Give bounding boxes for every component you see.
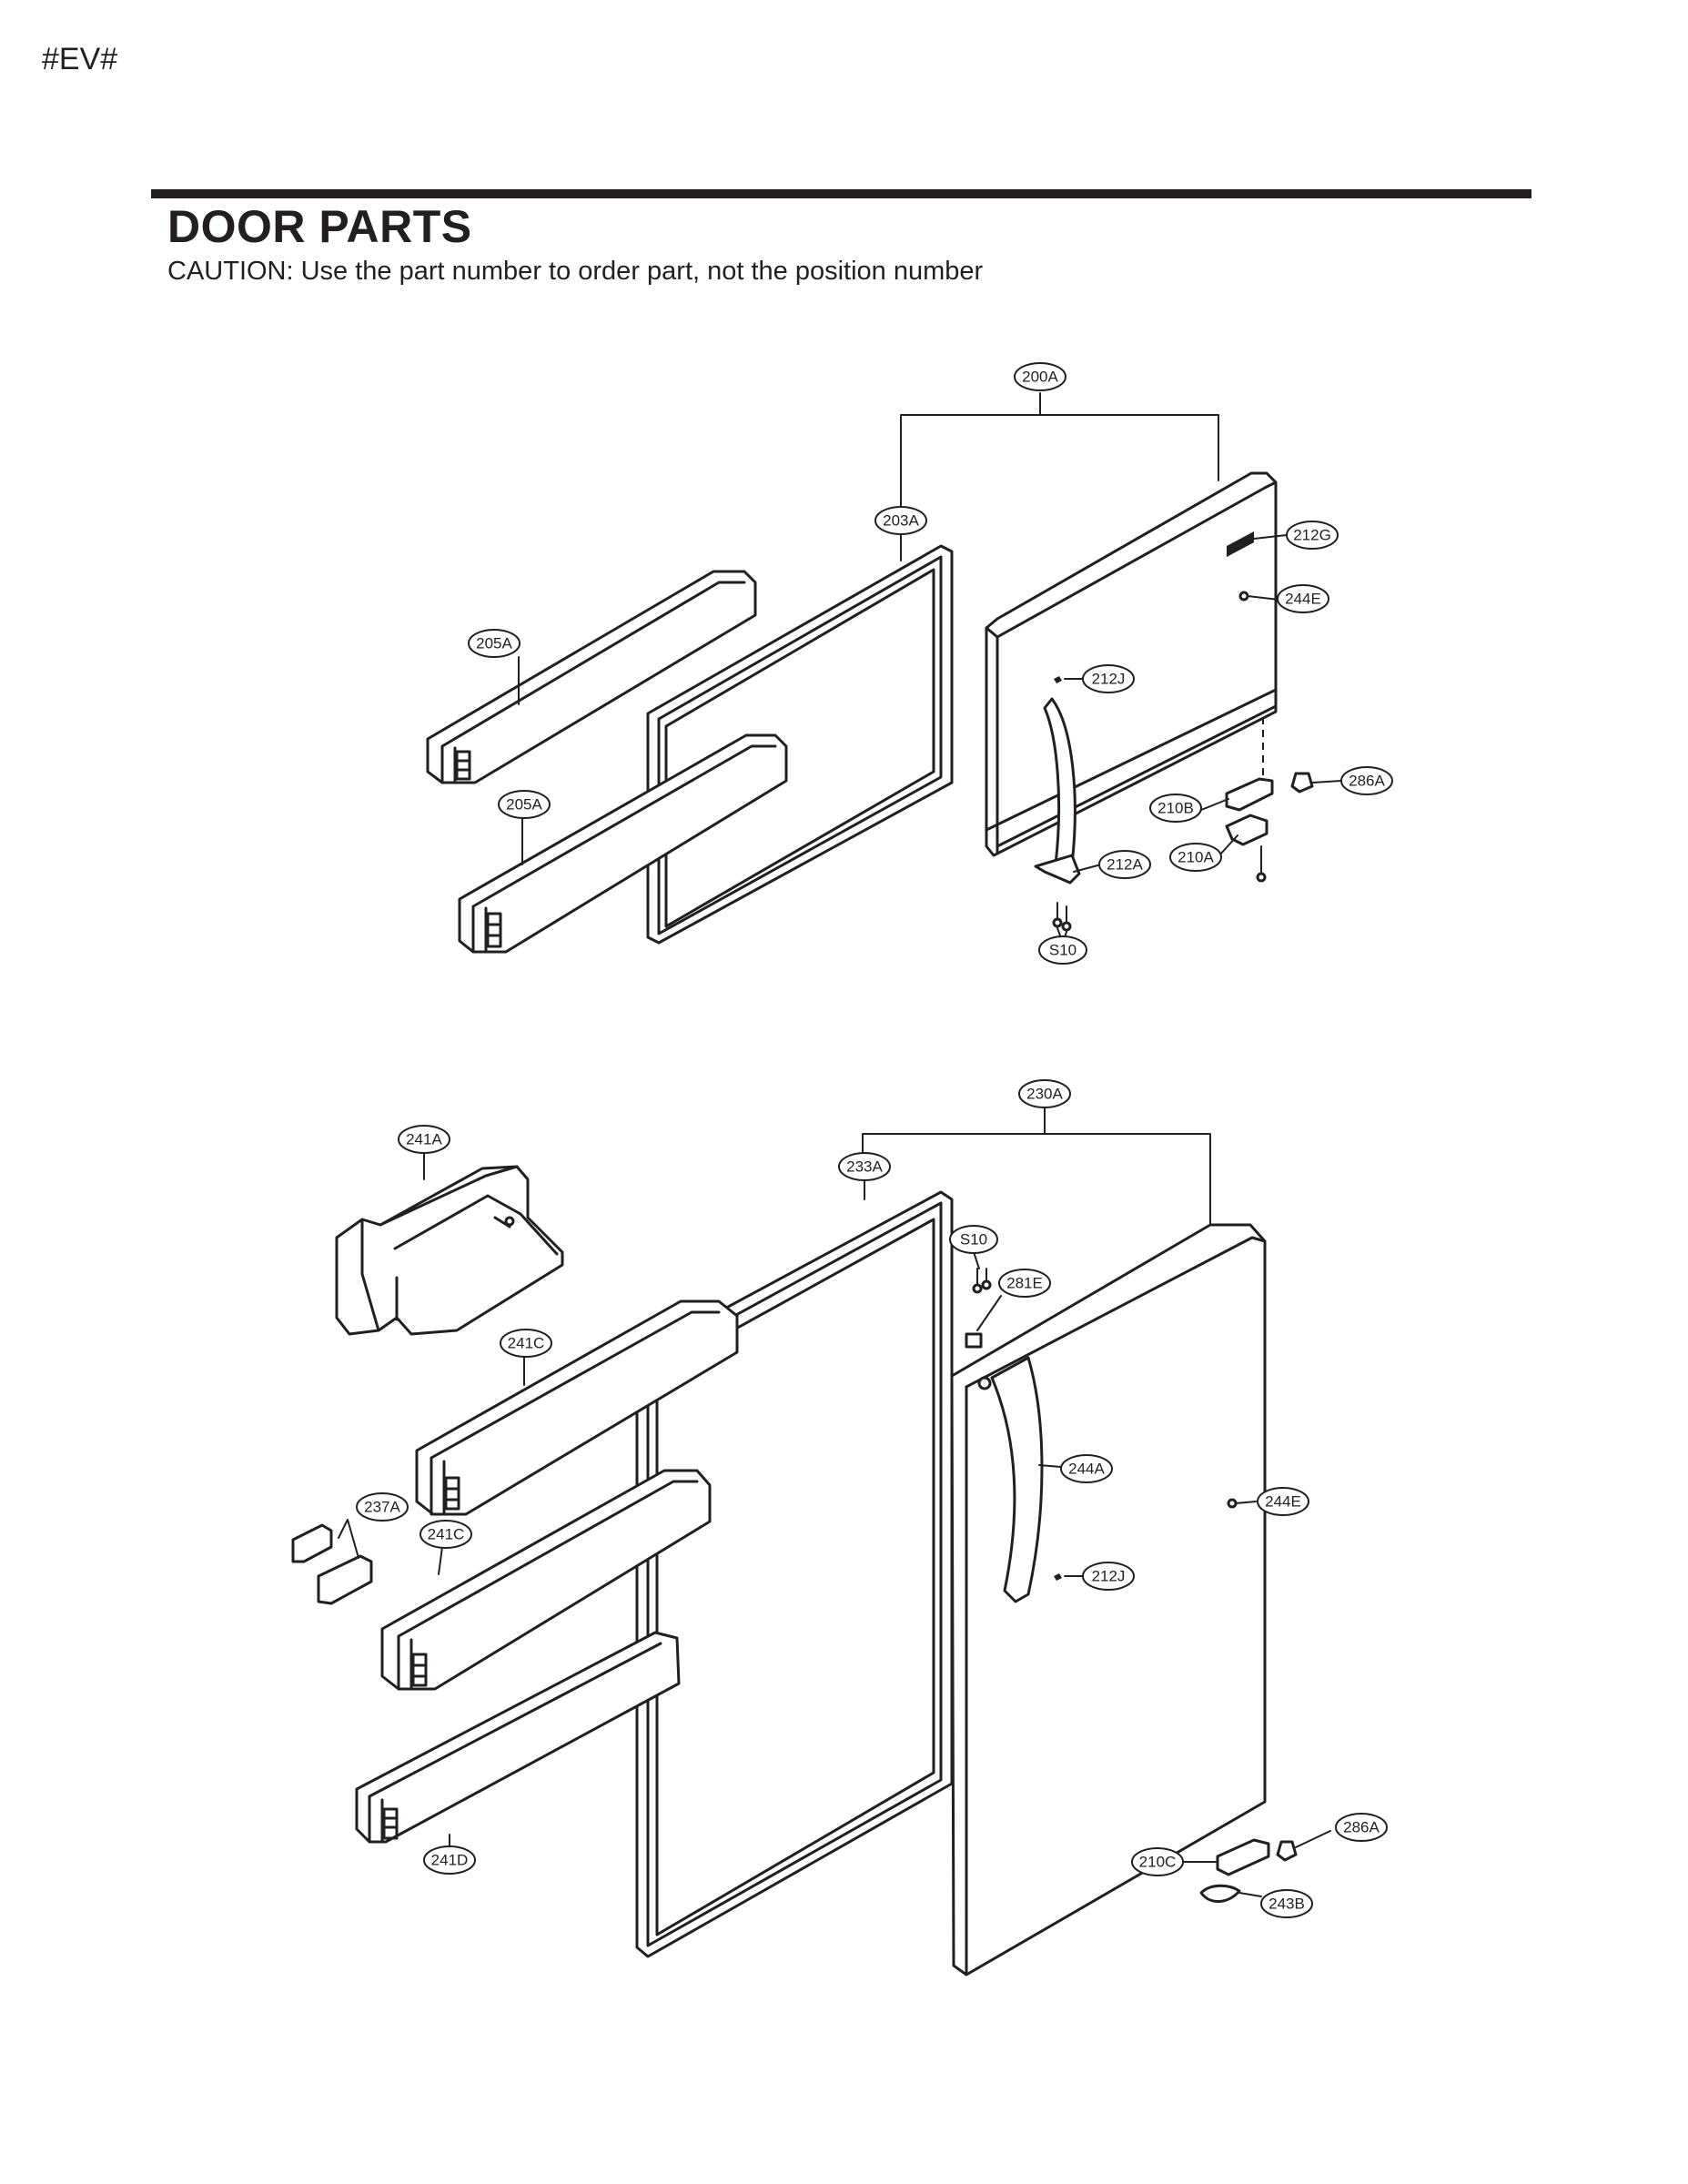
svg-text:244E: 244E (1285, 591, 1321, 608)
caution-note: CAUTION: Use the part number to order pa… (167, 257, 984, 286)
svg-text:244E: 244E (1265, 1493, 1301, 1511)
callout-lower-handle: 244A (1060, 1454, 1113, 1483)
svg-text:237A: 237A (364, 1499, 400, 1516)
svg-text:212A: 212A (1107, 856, 1143, 874)
callout-lower-clips: 237A (356, 1492, 409, 1522)
callout-lower-door-assembly: 230A (1018, 1079, 1071, 1108)
upper-door (985, 471, 1278, 885)
callout-lower-dairy-bin: 241A (398, 1125, 450, 1154)
callout-lower-hinge-cap: 286A (1335, 1813, 1388, 1842)
svg-text:241C: 241C (508, 1335, 545, 1352)
callout-lower-hinge-pin: 281E (998, 1269, 1051, 1298)
svg-text:205A: 205A (506, 796, 542, 814)
callout-upper-door-assembly: 200A (1014, 362, 1066, 391)
page-code: #EV# (42, 42, 118, 76)
svg-text:244A: 244A (1068, 1461, 1105, 1478)
svg-text:286A: 286A (1349, 773, 1385, 790)
svg-text:212J: 212J (1092, 1568, 1126, 1585)
lower-dairy-bin (335, 1165, 564, 1336)
svg-text:200A: 200A (1022, 369, 1058, 386)
callout-upper-gasket: 203A (874, 506, 927, 535)
svg-text:230A: 230A (1026, 1086, 1063, 1103)
lower-hinge-cap-shape (1276, 1840, 1298, 1862)
lower-clips (291, 1523, 373, 1605)
lower-hinge-pin-shape (965, 1332, 983, 1349)
svg-text:203A: 203A (883, 512, 919, 530)
upper-basket-2 (458, 733, 788, 954)
svg-text:210B: 210B (1157, 800, 1194, 817)
callout-lower-basket-1: 241C (500, 1329, 552, 1358)
callout-lower-hinge: 210C (1131, 1847, 1184, 1876)
title-rule (151, 189, 1531, 198)
svg-text:205A: 205A (476, 635, 512, 652)
upper-hinge-bracket-shape (1225, 777, 1274, 812)
callout-lower-gasket: 233A (838, 1152, 891, 1181)
callout-upper-cap: 244E (1277, 584, 1329, 613)
upper-hinge-cap-shape (1290, 772, 1314, 794)
page-title: DOOR PARTS (167, 201, 472, 252)
callout-upper-handle: 212A (1098, 850, 1151, 879)
lower-hinge-hardware (965, 1268, 1298, 1903)
callout-lower-handle-screw: 212J (1082, 1562, 1135, 1591)
svg-text:241C: 241C (428, 1526, 465, 1543)
callout-upper-badge: 212G (1286, 521, 1339, 550)
callout-upper-hinge-bracket: 210B (1149, 794, 1202, 823)
upper-basket-1 (426, 570, 757, 784)
callout-upper-hinge: 210A (1169, 843, 1222, 872)
lower-basket-1 (415, 1299, 739, 1516)
callout-lower-hinge-part: 243B (1260, 1889, 1313, 1918)
lower-hinge-shape (1216, 1838, 1270, 1876)
callout-lower-cap: 244E (1257, 1487, 1309, 1516)
upper-door-group: 200A 203A 205A 205A 212G 244E 212J 286A (426, 362, 1393, 965)
svg-text:210A: 210A (1178, 849, 1214, 866)
callout-lower-basket-3: 241D (423, 1845, 476, 1875)
callout-upper-handle-screw: 212J (1082, 664, 1135, 693)
svg-text:233A: 233A (846, 1158, 883, 1176)
callout-upper-screws: S10 (1038, 935, 1087, 965)
svg-text:210C: 210C (1139, 1854, 1177, 1871)
callout-lower-screws: S10 (949, 1225, 998, 1254)
callout-lower-basket-2: 241C (419, 1520, 472, 1549)
upper-badge-mark (1227, 531, 1254, 557)
svg-text:241D: 241D (431, 1852, 469, 1869)
lower-door-group: 230A 233A 241A 241C 237A 241C 241D S10 (291, 1079, 1388, 1977)
svg-text:281E: 281E (1006, 1275, 1043, 1292)
svg-text:212G: 212G (1293, 527, 1331, 544)
callout-upper-basket-1: 205A (468, 629, 521, 658)
svg-text:286A: 286A (1343, 1819, 1380, 1836)
svg-text:212J: 212J (1092, 671, 1126, 688)
lower-basket-2 (380, 1469, 712, 1691)
svg-text:243B: 243B (1269, 1896, 1305, 1913)
lower-door (950, 1223, 1267, 1977)
svg-text:241A: 241A (406, 1131, 442, 1148)
lower-basket-3 (355, 1631, 681, 1844)
lower-handle-shape (990, 1356, 1044, 1603)
lower-assembly-bracket (862, 1106, 1211, 1233)
svg-text:S10: S10 (960, 1231, 987, 1249)
upper-assembly-bracket (900, 392, 1219, 561)
callout-upper-hinge-cap: 286A (1340, 766, 1393, 795)
callout-upper-basket-2: 205A (498, 790, 551, 819)
svg-text:S10: S10 (1049, 942, 1076, 959)
